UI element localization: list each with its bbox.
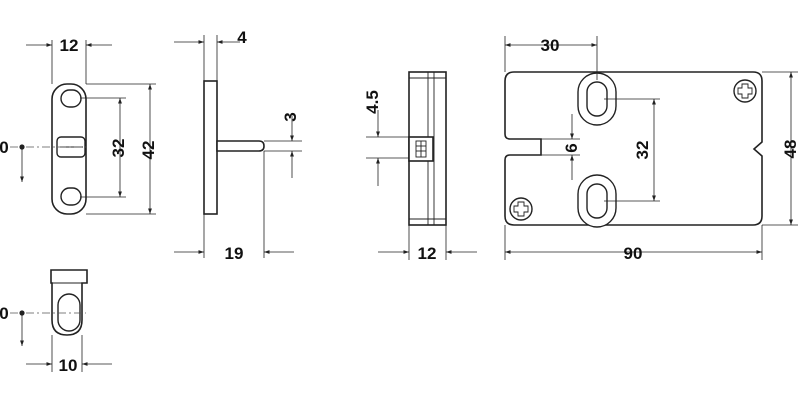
dim-label-origin-small-keeper: 0 bbox=[0, 304, 9, 323]
lock-body-front bbox=[504, 71, 763, 226]
small-keeper-view bbox=[50, 269, 88, 336]
dim-label-lock-hole-spacing: 32 bbox=[633, 141, 652, 160]
lock-front-dimension-lines bbox=[504, 36, 798, 260]
dim-label-lock-top-offset: 30 bbox=[541, 36, 560, 55]
small-keeper-slot-hole bbox=[57, 293, 81, 332]
small-keeper-dimension-lines bbox=[10, 310, 112, 372]
side-view-dimension-lines bbox=[174, 35, 302, 258]
lock-side-view bbox=[408, 71, 447, 226]
keeper-dimension-lines bbox=[10, 40, 156, 215]
dim-label-lock-side-offset: 4.5 bbox=[363, 90, 382, 114]
dim-label-keeper-height: 42 bbox=[139, 141, 158, 160]
dim-label-keeper-hole-spacing: 32 bbox=[109, 139, 128, 158]
keeper-pin bbox=[216, 140, 265, 152]
lock-front-view bbox=[504, 71, 763, 228]
dim-label-lock-depth: 12 bbox=[418, 244, 437, 263]
dimension-labels: 12 32 42 4 3 19 4.5 12 30 6 32 48 90 10 … bbox=[0, 28, 800, 375]
dim-label-lock-width: 90 bbox=[624, 244, 643, 263]
screw-bottom-left-icon bbox=[509, 197, 533, 221]
screw-top-right-icon bbox=[733, 79, 757, 103]
dim-label-small-keeper-width: 10 bbox=[59, 356, 78, 375]
dim-label-pin-diameter: 3 bbox=[281, 112, 300, 121]
keeper-bottom-slot-hole bbox=[60, 187, 82, 206]
keeper-side-view bbox=[203, 80, 265, 215]
keeper-plate-front-view bbox=[51, 83, 87, 215]
dim-label-plate-thickness: 4 bbox=[237, 28, 247, 47]
dim-label-lock-slot-width: 6 bbox=[562, 143, 581, 152]
dim-label-origin-keeper: 0 bbox=[0, 138, 9, 157]
keeper-plate-side bbox=[203, 80, 218, 215]
lock-side-dimension-lines bbox=[366, 110, 477, 260]
dim-label-keeper-width: 12 bbox=[60, 36, 79, 55]
dim-label-pin-length: 19 bbox=[225, 244, 244, 263]
dim-label-lock-height: 48 bbox=[781, 140, 800, 159]
keeper-top-slot-hole bbox=[60, 89, 82, 108]
